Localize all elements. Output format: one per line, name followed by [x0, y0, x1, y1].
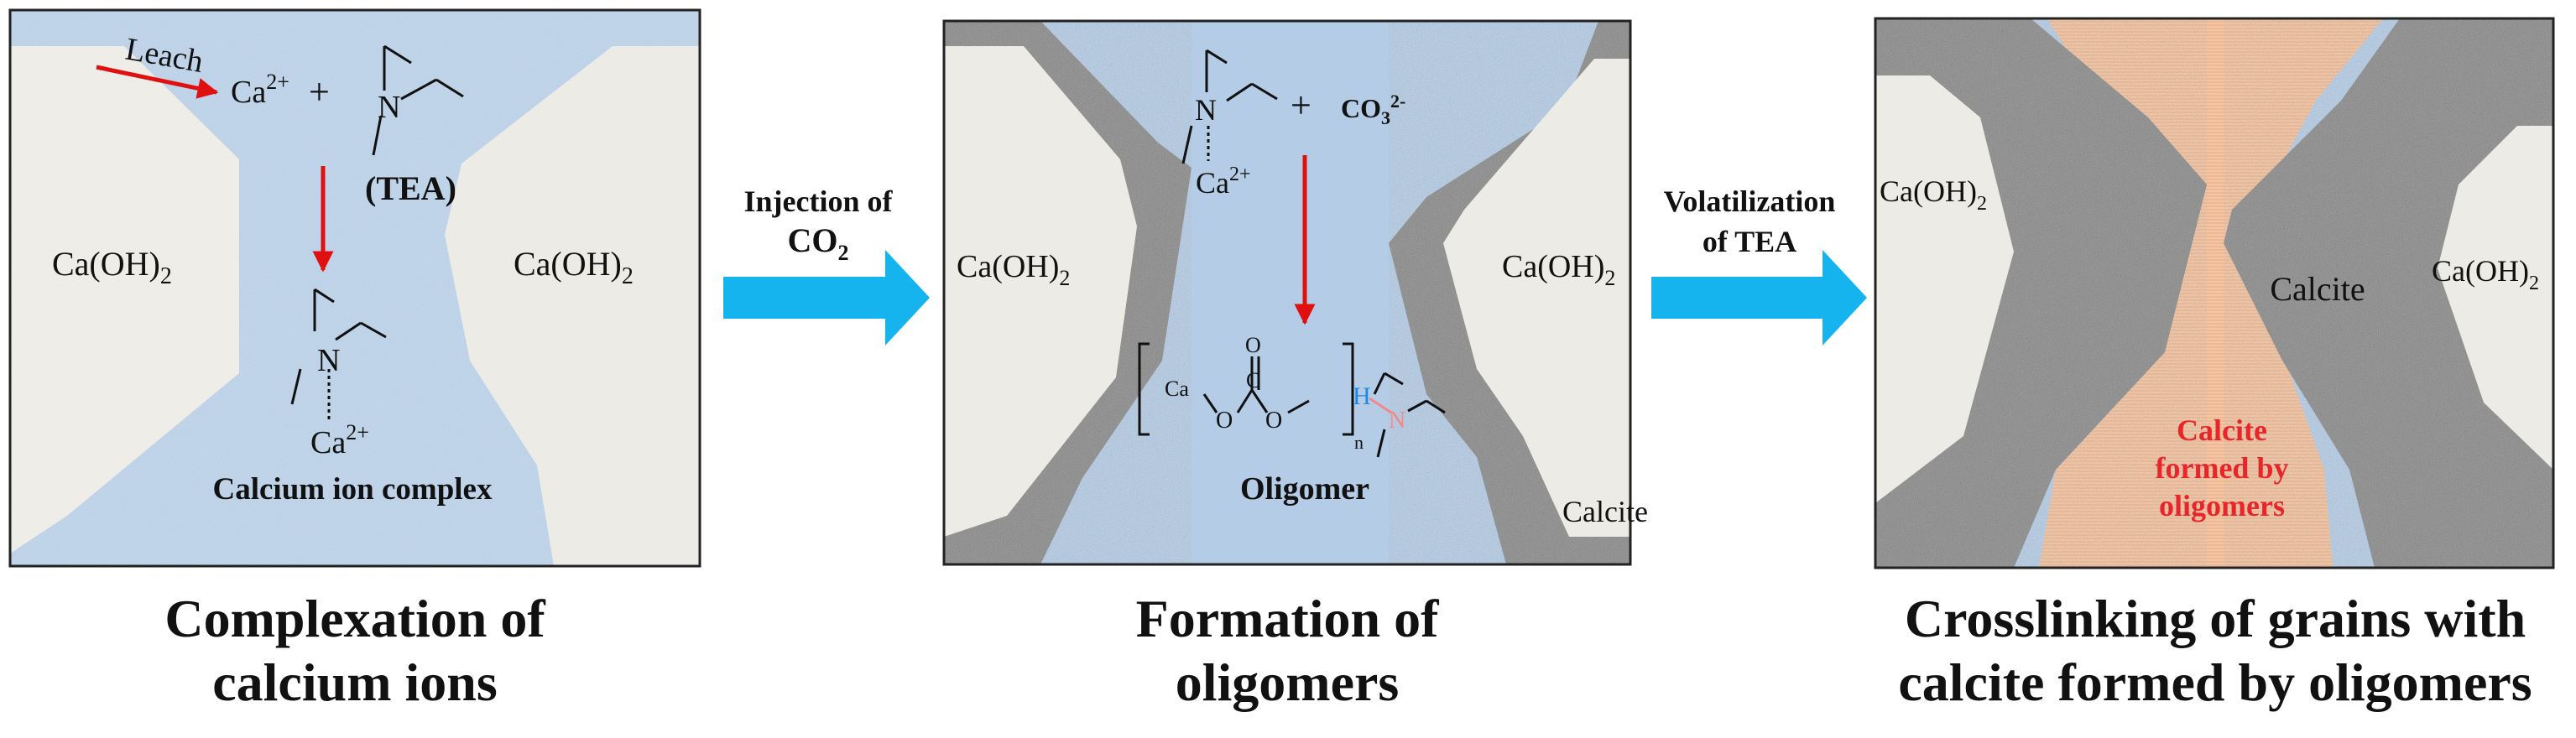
caption2-line1: Formation of [1135, 589, 1439, 648]
caption-complexation: Complexation of calcium ions [10, 587, 700, 715]
oligomer-calcite-label-line2: formed by [2156, 451, 2289, 485]
arrow1-label-line1: Injection of [744, 184, 894, 218]
panel2-calcite-label: Calcite [1562, 495, 1648, 528]
arrow-co2-injection: Injection of CO2 [723, 184, 930, 346]
panel2-grain-left [944, 46, 1137, 537]
caption1-line1: Complexation of [164, 589, 545, 648]
panel2-calcium: Ca2+ [1196, 164, 1251, 200]
blue-arrow-2 [1651, 250, 1867, 346]
calcium-complex-label: Calcium ion complex [213, 472, 493, 507]
arrow2-label-line2: of TEA [1703, 225, 1796, 258]
caption3-line2: calcite formed by oligomers [1898, 652, 2532, 712]
caption2-line2: oligomers [1175, 652, 1400, 712]
oligomer-repeat-n: n [1354, 432, 1364, 453]
tea-molecule [372, 44, 464, 156]
panel-crosslinking: Ca(OH)2 Ca(OH)2 Calcite Calcite formed b… [1874, 17, 2555, 569]
plus-sign-1: + [309, 71, 330, 112]
panel2-complex-structure [1181, 49, 1278, 164]
oligomer-carbon: C [1246, 368, 1260, 392]
tea-label: (TEA) [365, 169, 456, 207]
complex-nitrogen: N [317, 343, 340, 378]
panel3-calcite-label: Calcite [2270, 270, 2365, 308]
oligomer-calcite-label-line1: Calcite [2177, 413, 2267, 447]
carbonate-ion: CO32- [1341, 91, 1405, 128]
panel3-caoh-right: Ca(OH)2 [2432, 254, 2539, 294]
oligomer-label: Oligomer [1240, 471, 1369, 507]
panel-oligomer-formation: N Ca2+ + CO32- Ca(OH)2 Ca(OH)2 [942, 19, 1648, 566]
hydrogen-bond [1369, 397, 1392, 414]
panel2-caoh-right: Ca(OH)2 [1502, 249, 1615, 290]
panel3-grain-left [1875, 75, 2014, 503]
panel-complexation: Leach Ca2+ + N (TEA) Ca(OH)2 Ca(OH)2 [8, 8, 701, 568]
panel3-calcite-right [2224, 18, 2553, 568]
caption1-line2: calcium ions [212, 652, 498, 712]
panel2-grain-right [1443, 59, 1630, 537]
oligomer-oxygen-1: O [1216, 408, 1233, 434]
arrow2-label-line1: Volatilization [1664, 184, 1836, 218]
arrow1-label-line2: CO2 [788, 221, 849, 265]
panel3-grain-right [2438, 126, 2553, 470]
calcium-complex-structure [290, 288, 387, 419]
oligomer-calcium: Ca [1165, 377, 1189, 401]
leach-arrow [96, 65, 219, 99]
oligomer-structure [1138, 342, 1446, 458]
oligomer-oxygen-2: O [1265, 408, 1282, 434]
panel1-caoh-right: Ca(OH)2 [514, 245, 634, 289]
oligomer-nitrogen: N [1389, 408, 1405, 434]
panel2-caoh-left: Ca(OH)2 [957, 249, 1070, 290]
panel1-grain-right [445, 46, 700, 566]
calcium-ion: Ca2+ [231, 70, 289, 110]
oligomer-hydrogen: H [1353, 382, 1371, 410]
blue-arrow-1 [723, 250, 930, 346]
complex-calcium: Ca2+ [310, 420, 369, 460]
caption-oligomer-formation: Formation of oligomers [944, 587, 1630, 715]
oligomer-calcite-label-line3: oligomers [2159, 489, 2285, 522]
tea-nitrogen: N [378, 90, 400, 125]
caption-crosslinking: Crosslinking of grains with calcite form… [1859, 587, 2572, 715]
oligomer-oxygen-top: O [1245, 333, 1261, 357]
panel1-caoh-left: Ca(OH)2 [52, 245, 172, 289]
panel2-nitrogen: N [1195, 93, 1217, 127]
caption3-line1: Crosslinking of grains with [1904, 589, 2526, 648]
panel3-caoh-left: Ca(OH)2 [1880, 174, 1987, 215]
arrow-tea-volatilization: Volatilization of TEA [1651, 184, 1867, 346]
plus-sign-2: + [1291, 85, 1311, 126]
